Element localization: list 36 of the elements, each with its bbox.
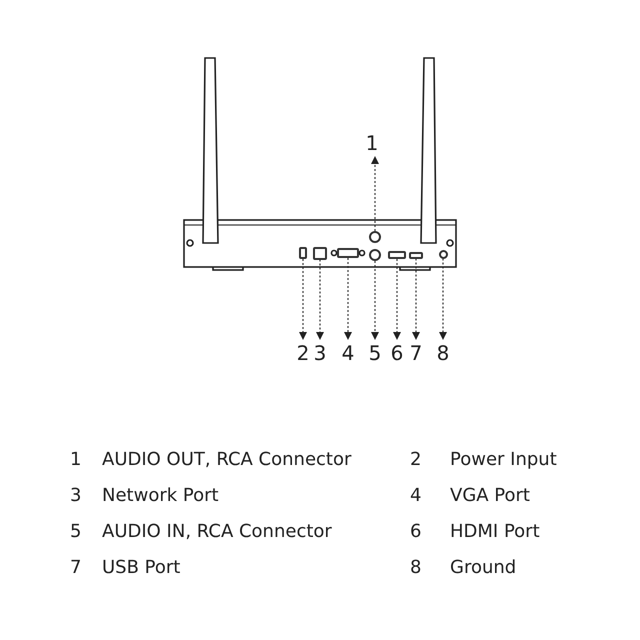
leader-line: [393, 258, 401, 340]
part-name: USB Port: [102, 557, 180, 579]
power-jack: [299, 247, 307, 259]
part-name: Network Port: [102, 485, 219, 507]
part-name: VGA Port: [450, 485, 530, 507]
part-name: AUDIO OUT, RCA Connector: [102, 449, 352, 471]
callout-number: 1: [70, 449, 82, 471]
part-name: Ground: [450, 557, 516, 579]
callout-number: 7: [409, 342, 423, 364]
callout-number: 5: [70, 521, 82, 543]
callout-number: 6: [390, 342, 404, 364]
callout-number: 7: [70, 557, 82, 579]
leader-line: [371, 260, 379, 340]
callout-number: 8: [436, 342, 450, 364]
callout-number: 2: [410, 449, 422, 471]
hdmi-port: [388, 251, 406, 259]
part-name: Power Input: [450, 449, 557, 471]
callout-number: 3: [313, 342, 327, 364]
callout-number: 8: [410, 557, 422, 579]
callout-number: 1: [365, 132, 379, 154]
leader-line: [316, 259, 324, 340]
leader-line: [299, 258, 307, 340]
network-port: [313, 246, 327, 260]
callout-number: 5: [368, 342, 382, 364]
callout-number: 6: [410, 521, 422, 543]
part-name: HDMI Port: [450, 521, 540, 543]
leader-line: [371, 156, 379, 232]
callout-number: 4: [341, 342, 355, 364]
callout-number: 3: [70, 485, 82, 507]
vga-port: [337, 248, 359, 258]
part-name: AUDIO IN, RCA Connector: [102, 521, 332, 543]
callout-number: 4: [410, 485, 422, 507]
leader-line: [412, 258, 420, 340]
leader-line: [344, 258, 352, 340]
callout-number: 2: [296, 342, 310, 364]
leader-line: [439, 258, 447, 340]
